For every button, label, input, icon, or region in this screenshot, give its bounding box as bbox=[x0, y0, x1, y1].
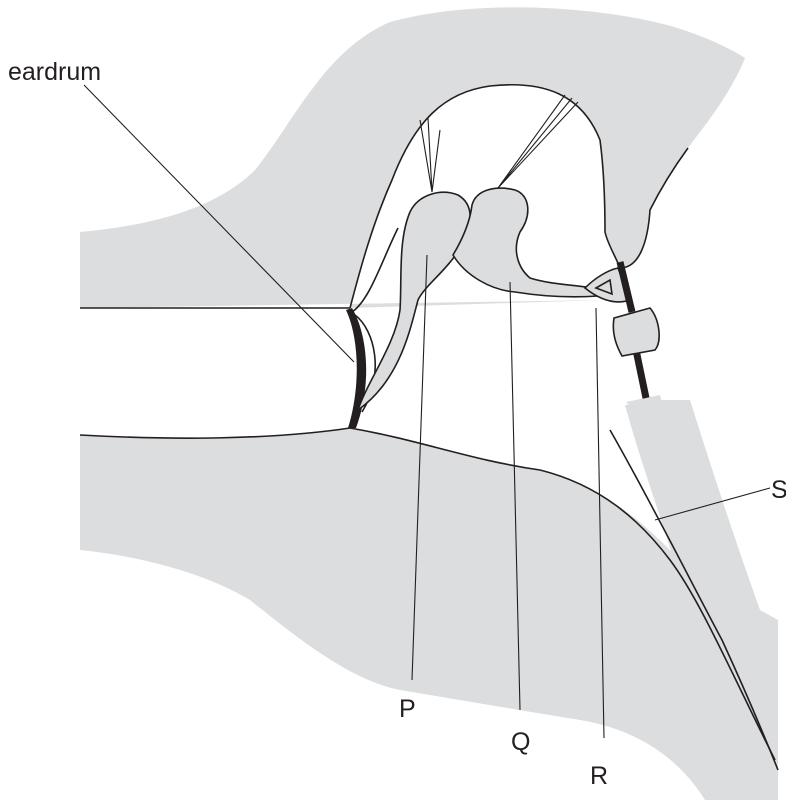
ligament-lines-left bbox=[420, 118, 440, 192]
round-window-line bbox=[636, 350, 646, 398]
label-s: S bbox=[771, 476, 786, 504]
window-cap bbox=[613, 308, 659, 356]
incus-bone bbox=[453, 188, 598, 297]
label-r: R bbox=[590, 762, 608, 790]
ligament-lines-right bbox=[498, 95, 578, 188]
label-p: P bbox=[399, 695, 416, 723]
label-q: Q bbox=[511, 728, 530, 756]
label-eardrum: eardrum bbox=[8, 58, 101, 86]
